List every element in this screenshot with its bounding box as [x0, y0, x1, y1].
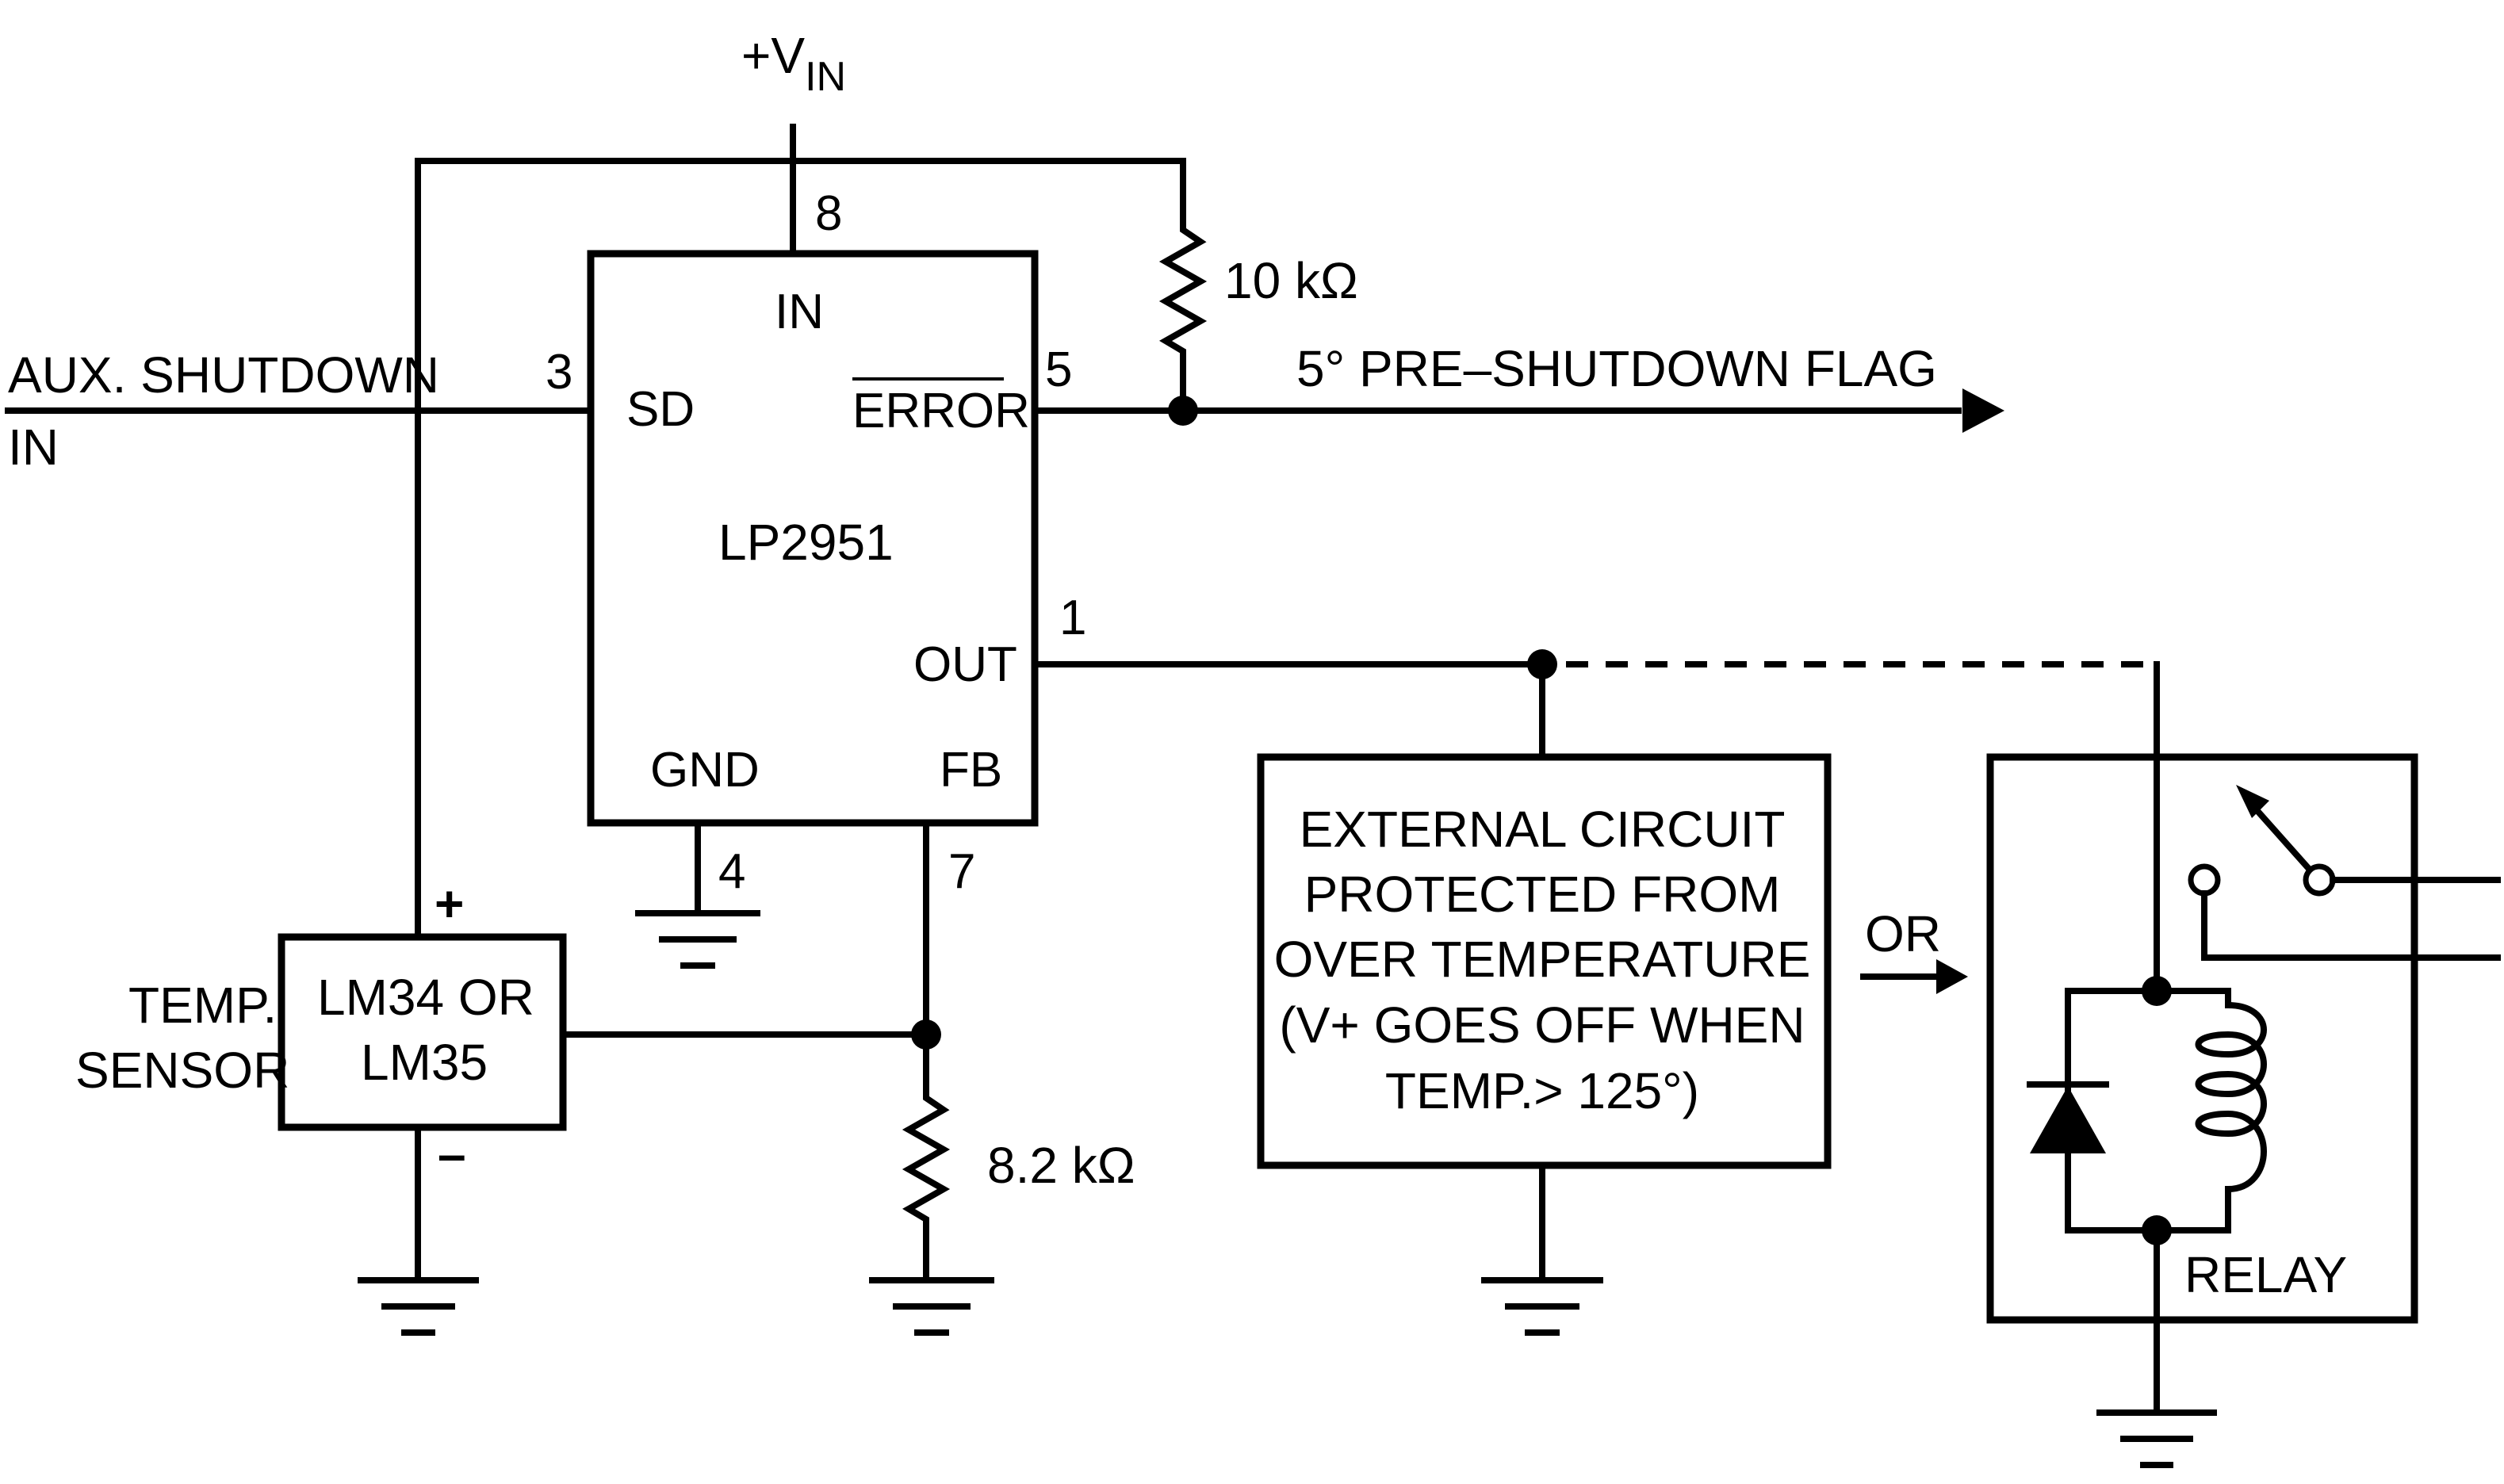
resistor-10k: [1158, 179, 1208, 414]
top-rail: [415, 158, 1186, 939]
coil-top-wire: [2154, 988, 2231, 1008]
supply-label: +VIN: [741, 27, 846, 100]
resistor-8k2-label: 8.2 kΩ: [987, 1137, 1135, 1194]
sensor-name-line2: LM35: [361, 1034, 488, 1091]
sensor-minus: –: [438, 1126, 466, 1183]
junction-error: [1168, 396, 1198, 426]
pin-out-label: OUT: [913, 637, 1017, 692]
relay-contact-fixed: [2188, 863, 2221, 897]
relay-switch-arm: [2247, 800, 2314, 874]
aux-shutdown-label: AUX. SHUTDOWN: [8, 346, 439, 404]
pin-out-num: 1: [1059, 591, 1086, 645]
aux-shutdown-in-label: IN: [8, 419, 59, 476]
relay-coil: [2195, 1001, 2267, 1193]
relay-label: RELAY: [2184, 1246, 2347, 1303]
pin-in-label: IN: [775, 285, 824, 339]
pin-fb-num: 7: [948, 844, 975, 899]
sensor-label-line2: SENSOR: [75, 1042, 289, 1099]
pin-sd-num: 3: [546, 345, 572, 400]
pin-in-num: 8: [815, 186, 842, 241]
ic-name: LP2951: [718, 514, 894, 571]
external-line5: TEMP.> 125°): [1385, 1062, 1699, 1119]
sensor-plus: +: [435, 875, 464, 932]
or-arrow-head: [1936, 959, 1968, 994]
ic-lp2951: [587, 250, 1039, 827]
diode-symbol: [2030, 1086, 2106, 1153]
ground-symbol-fb: [869, 1277, 994, 1336]
resistor-10k-label: 10 kΩ: [1224, 252, 1358, 309]
flag-label: 5° PRE–SHUTDOWN FLAG: [1296, 340, 1937, 397]
relay-switch-arrow: [2236, 785, 2269, 818]
sensor-name-line1: LM34 OR: [317, 969, 534, 1026]
temp-sensor-box: [278, 933, 567, 1131]
relay-output-2: [2201, 890, 2501, 961]
coil-bottom-wire: [2154, 1186, 2231, 1233]
pin-gnd-num: 4: [718, 844, 745, 899]
external-line3: OVER TEMPERATURE: [1274, 931, 1811, 988]
ground-symbol-sensor: [358, 1277, 479, 1336]
pin-sd-label: SD: [626, 382, 695, 437]
pin-error-num: 5: [1045, 342, 1072, 397]
resistor-8k2: [902, 1031, 951, 1283]
ground-symbol-ic: [635, 910, 760, 969]
ground-symbol-external: [1481, 1277, 1603, 1336]
pin-fb-label: FB: [940, 743, 1002, 797]
relay-box: [1986, 753, 2418, 1324]
external-line1: EXTERNAL CIRCUIT: [1300, 801, 1786, 858]
pin-error-label: ERROR: [852, 384, 1030, 438]
or-label: OR: [1865, 905, 1941, 962]
sensor-label-line1: TEMP.: [128, 977, 277, 1034]
external-line2: PROTECTED FROM: [1304, 866, 1781, 923]
ground-symbol-relay: [2096, 1409, 2217, 1468]
flag-arrow: [1962, 388, 2004, 433]
external-line4: (V+ GOES OFF WHEN: [1279, 996, 1805, 1054]
pin-gnd-label: GND: [650, 743, 760, 797]
